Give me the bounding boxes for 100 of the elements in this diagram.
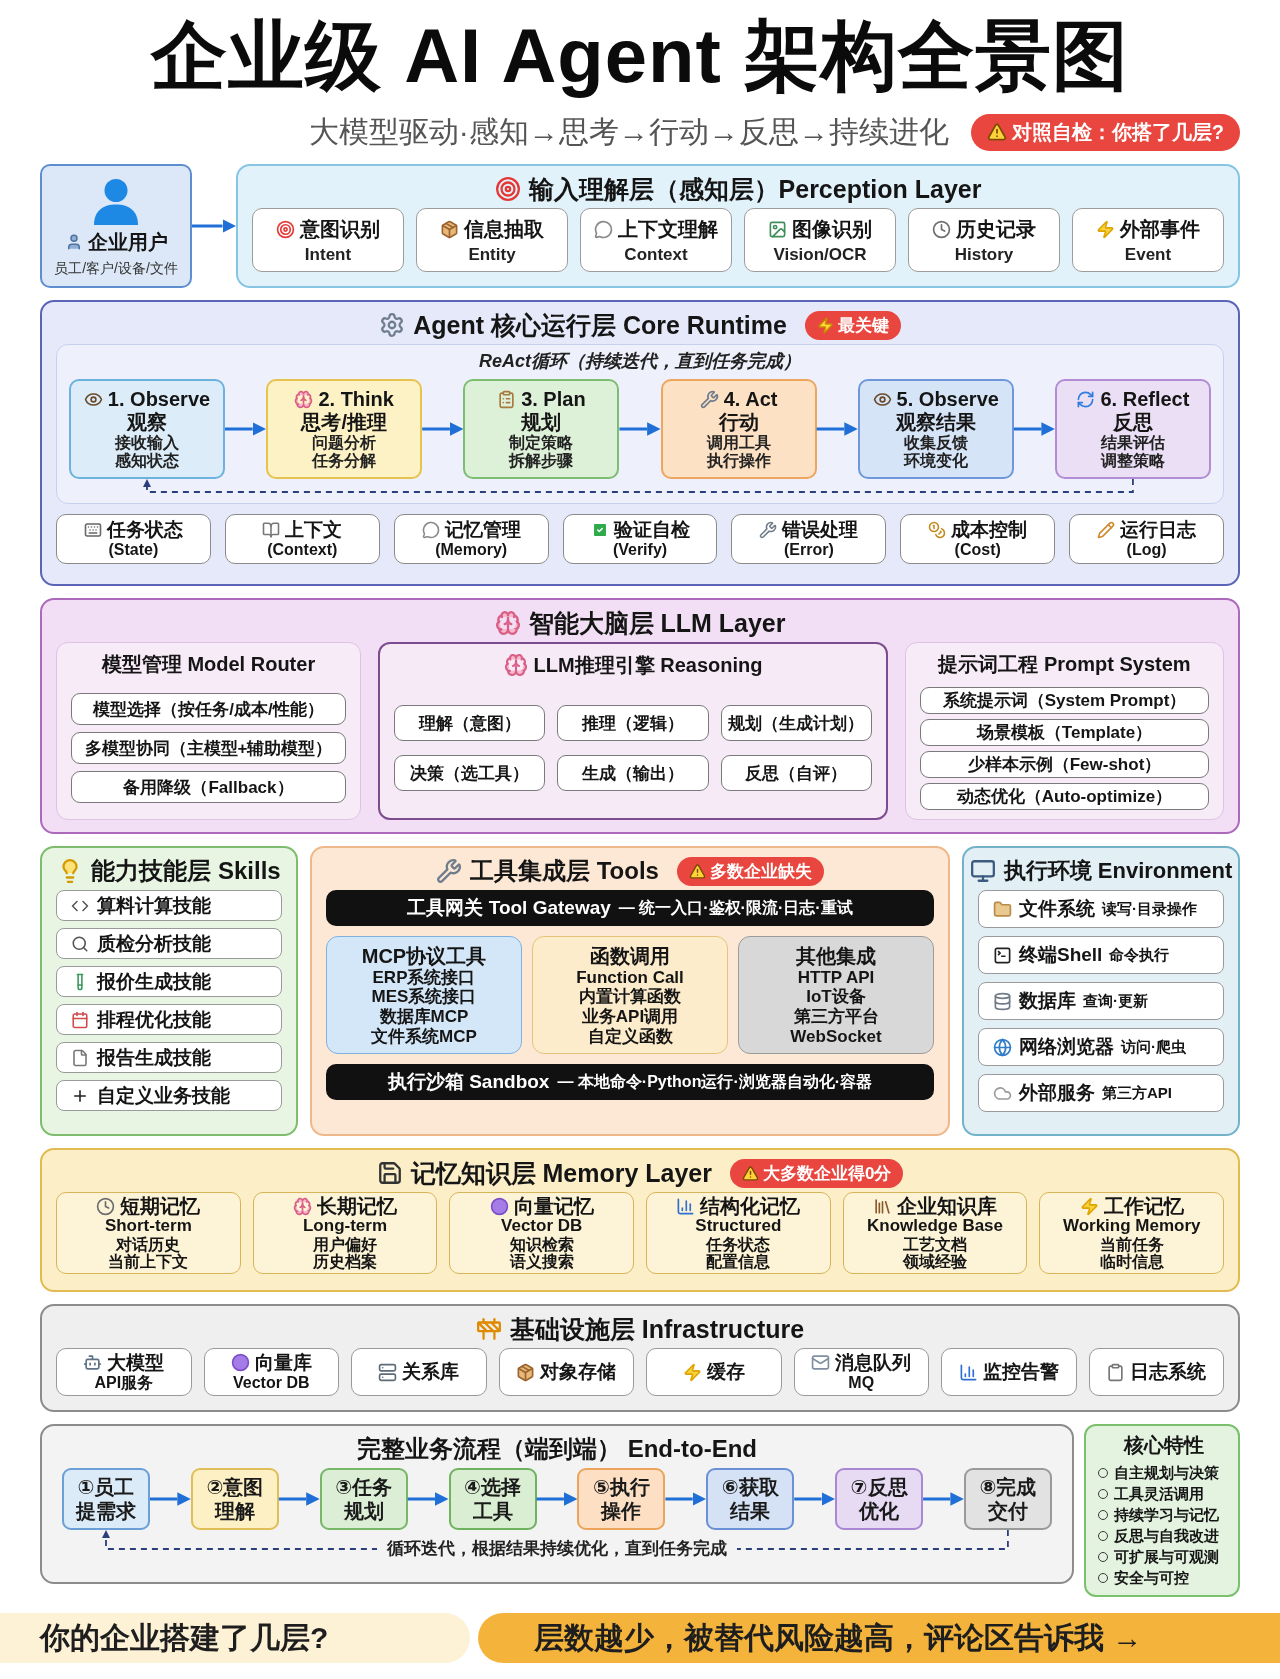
infrastructure-card (351, 1348, 487, 1396)
memory-card (56, 1192, 241, 1274)
memory-english-name: Knowledge Base (867, 1217, 1004, 1236)
step-title: 1. Observe (107, 387, 211, 411)
layer-title: 智能大脑层 LLM Layer (528, 607, 786, 639)
arrow (150, 1492, 191, 1506)
module-name: 验证自检 (613, 518, 690, 541)
memory-english-name: Structured (695, 1217, 782, 1236)
arrow (422, 422, 464, 436)
layer-panel (40, 1424, 1074, 1584)
feature-item: 反思与自我改进 (1114, 1527, 1219, 1545)
infrastructure-card (56, 1348, 192, 1396)
skill-item (56, 966, 282, 997)
step-name: 反思 (1112, 410, 1153, 434)
arrow (1013, 422, 1055, 436)
skill-name: 报告生成技能 (97, 1045, 211, 1070)
memory-title: 企业知识库 (897, 1195, 997, 1218)
card-title: 上下文理解 (618, 216, 718, 242)
group-item: 数据库MCP (379, 1007, 469, 1027)
module-name: 上下文 (285, 518, 343, 541)
panel-title: 模型管理 Model Router (101, 651, 316, 677)
memory-english-name: Short-term (104, 1217, 192, 1236)
module-card (900, 514, 1056, 564)
environment-detail: 第三方API (1102, 1083, 1172, 1103)
infrastructure-card (941, 1348, 1077, 1396)
tool-group-card (326, 936, 522, 1054)
arrow (923, 1492, 964, 1506)
memory-detail: 知识检索 (509, 1235, 574, 1254)
slogan-banner: 层数越少，被替代风险越高，评论区告诉我 → (478, 1613, 1280, 1663)
capability-tag: 理解（意图） (394, 705, 546, 741)
layer-panel (40, 598, 1240, 834)
environment-name: 数据库 (1019, 989, 1076, 1013)
component-name: 大模型 (107, 1351, 165, 1374)
step-detail: 任务分解 (312, 452, 377, 471)
memory-detail: 语义搜索 (509, 1253, 574, 1271)
badge-text: 最关键 (837, 314, 889, 337)
layer-title: 完整业务流程（端到端） End-to-End (357, 1434, 757, 1464)
environment-name: 网络浏览器 (1019, 1035, 1114, 1059)
step-detail: 接收输入 (115, 433, 179, 452)
card-subtitle: Intent (304, 244, 352, 265)
module-card (1069, 514, 1224, 564)
memory-title: 向量记忆 (513, 1195, 594, 1218)
memory-detail: 用户偏好 (313, 1235, 377, 1254)
memory-detail: 配置信息 (706, 1253, 771, 1271)
feature-panel (1084, 1424, 1240, 1597)
card-title: 图像识别 (792, 216, 872, 242)
module-panel (378, 642, 888, 820)
memory-title: 短期记忆 (120, 1195, 201, 1218)
card-title: 信息抽取 (464, 216, 544, 242)
dashed-arrow (142, 478, 1134, 493)
module-card (56, 514, 211, 564)
memory-card (646, 1192, 831, 1274)
memory-card (842, 1192, 1028, 1274)
banner-detail: — 统一入口·鉴权·限流·日志·重试 (618, 897, 853, 918)
group-item: 文件系统MCP (371, 1026, 477, 1047)
module-name: 任务状态 (106, 518, 183, 541)
layer-title: 基础设施层 Infrastructure (509, 1313, 805, 1345)
arrow (536, 1492, 578, 1506)
component-name: 关系库 (402, 1361, 460, 1383)
skill-name: 自定义业务技能 (97, 1083, 230, 1108)
capability-tag: 场景模板（Template） (920, 718, 1209, 746)
environment-name: 外部服务 (1019, 1081, 1095, 1105)
banner-title: 执行沙箱 Sandbox (387, 1070, 550, 1094)
module-card (393, 514, 549, 564)
environment-detail: 查询·更新 (1083, 991, 1148, 1011)
component-name: 缓存 (706, 1361, 745, 1383)
environment-item (978, 1028, 1224, 1066)
input-card (744, 208, 896, 272)
group-item: IoT设备 (806, 987, 866, 1007)
group-item: 业务API调用 (581, 1007, 679, 1027)
card-title: 历史记录 (956, 216, 1036, 242)
memory-detail: 历史档案 (313, 1253, 377, 1271)
process-step: ②意图理解 (190, 1468, 279, 1530)
layer-panel (40, 846, 298, 1136)
edge-label: 循环迭代，根据结果持续优化，直到任务完成 (376, 1538, 737, 1560)
step-detail: 收集反馈 (903, 433, 968, 452)
arrow (278, 1492, 320, 1506)
environment-item (978, 936, 1224, 974)
capability-tag: 动态优化（Auto-optimize） (920, 782, 1209, 810)
input-card (252, 208, 404, 272)
layer-panel (40, 1148, 1240, 1292)
step-detail: 制定策略 (509, 433, 574, 452)
module-card (731, 514, 887, 564)
skill-item (56, 928, 282, 959)
layer-title: 能力技能层 Skills (91, 856, 281, 886)
feature-item: 工具灵活调用 (1114, 1485, 1204, 1503)
card-subtitle: Context (624, 244, 688, 265)
group-item: Function Call (576, 967, 684, 987)
component-name: 消息队列 (835, 1351, 912, 1374)
infrastructure-card (793, 1348, 929, 1396)
environment-item (978, 1074, 1224, 1112)
module-name: 运行日志 (1120, 518, 1197, 541)
module-english-name: (Memory) (435, 540, 508, 560)
user-box (40, 164, 192, 288)
layer-panel (962, 846, 1240, 1136)
memory-detail: 当前上下文 (108, 1253, 189, 1271)
loop-step-card (1054, 379, 1211, 479)
process-step: ⑤执行操作 (577, 1468, 666, 1530)
step-title: 2. Think (318, 387, 394, 411)
skill-name: 质检分析技能 (97, 931, 211, 956)
